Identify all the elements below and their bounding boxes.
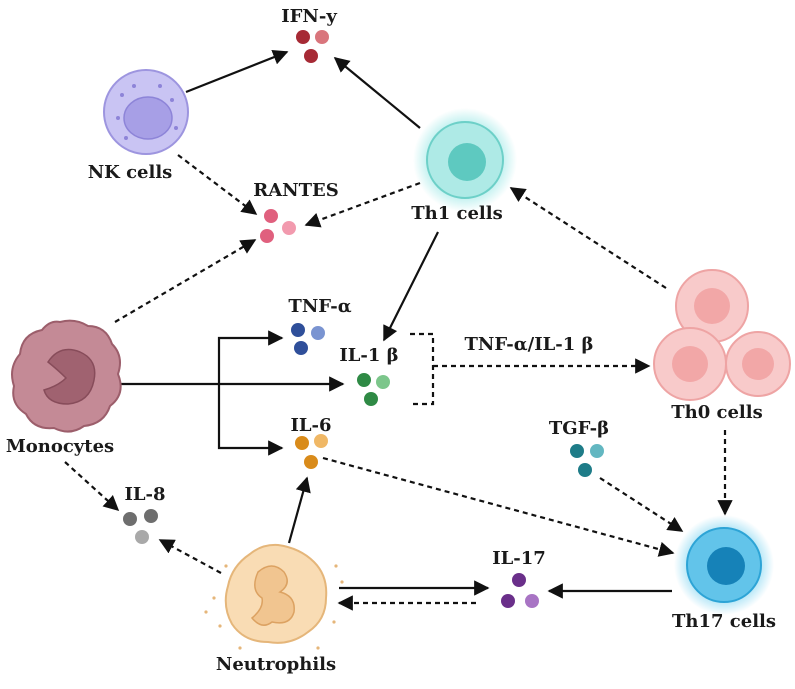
rantes-dots — [260, 209, 296, 243]
nk-cell — [103, 69, 189, 155]
arrow-monocytes-to-tnfa — [217, 330, 284, 384]
ifny-dot — [315, 30, 329, 44]
il1b-dot — [376, 375, 390, 389]
tgfb-dot — [590, 444, 604, 458]
arrow-nk-to-ifny — [185, 49, 289, 94]
label-th17-cells: Th17 cells — [672, 611, 776, 632]
arrow-monocytes-to-rantes — [114, 239, 257, 323]
ifny-dot — [296, 30, 310, 44]
label-neutrophils: Neutrophils — [216, 654, 336, 675]
il6-dot — [295, 436, 309, 450]
arrows — [64, 49, 733, 611]
il17-dot — [525, 594, 539, 608]
arrow-neutrophils-to-il8 — [158, 539, 222, 574]
label-tnf-a-il-1b: TNF-α/IL-1 β — [464, 334, 593, 355]
ifny-dot — [304, 49, 318, 63]
monocyte-cell — [11, 319, 122, 433]
il17-dot — [501, 594, 515, 608]
il6-dot — [314, 434, 328, 448]
ifny-dots — [296, 30, 329, 63]
il1b-dots — [357, 373, 390, 406]
arrow-neutrophils-to-il6 — [287, 476, 311, 544]
label-th0-cells: Th0 cells — [671, 402, 763, 423]
il1b-dot — [364, 392, 378, 406]
il1b-dot — [357, 373, 371, 387]
tgfb-dot — [570, 444, 584, 458]
tgfb-dots — [570, 444, 604, 477]
arrow-nk-to-rantes — [177, 154, 258, 215]
label-th1-cells: Th1 cells — [411, 203, 503, 224]
rantes-dot — [282, 221, 296, 235]
label-rantes: RANTES — [253, 180, 339, 201]
il6-dot — [304, 455, 318, 469]
tnfa-dot — [294, 341, 308, 355]
label-monocytes: Monocytes — [6, 436, 114, 457]
rantes-dot — [260, 229, 274, 243]
il8-dots — [123, 509, 158, 544]
arrow-th1-to-rantes — [304, 181, 421, 228]
label-il-6: IL-6 — [290, 415, 331, 436]
il8-dot — [123, 512, 137, 526]
label-il-17: IL-17 — [492, 548, 546, 569]
arrow-il6-to-th17 — [322, 456, 675, 557]
label-tgf-b: TGF-β — [549, 418, 609, 439]
label-tnf-a: TNF-α — [288, 296, 351, 317]
label-il-1b: IL-1 β — [339, 345, 398, 366]
tnfa-dot — [291, 323, 305, 337]
label-nk-cells: NK cells — [88, 162, 173, 183]
il6-dots — [295, 434, 328, 469]
arrow-th1-to-ifny — [333, 57, 421, 129]
th1-cell — [413, 108, 517, 212]
arrow-monocytes-to-il8 — [64, 461, 120, 512]
il17-dots — [501, 573, 539, 608]
il17-dot — [512, 573, 526, 587]
rantes-dot — [264, 209, 278, 223]
label-ifn-y: IFN-y — [281, 6, 337, 27]
arrow-th1-to-il1b — [383, 231, 439, 342]
th0-cells — [653, 269, 791, 401]
tgfb-dot — [578, 463, 592, 477]
arrow-monocytes-to-il6 — [217, 384, 284, 456]
tnfa-dot — [311, 326, 325, 340]
label-il-8: IL-8 — [124, 484, 165, 505]
il8-dot — [135, 530, 149, 544]
il8-dot — [144, 509, 158, 523]
tnfa-dots — [291, 323, 325, 355]
th17-cell — [674, 515, 774, 615]
il1b-bracket — [410, 332, 435, 406]
neutrophil-cell — [204, 543, 344, 650]
arrow-th0-to-th1 — [509, 187, 667, 289]
arrow-tgfb-to-th17 — [599, 477, 684, 532]
